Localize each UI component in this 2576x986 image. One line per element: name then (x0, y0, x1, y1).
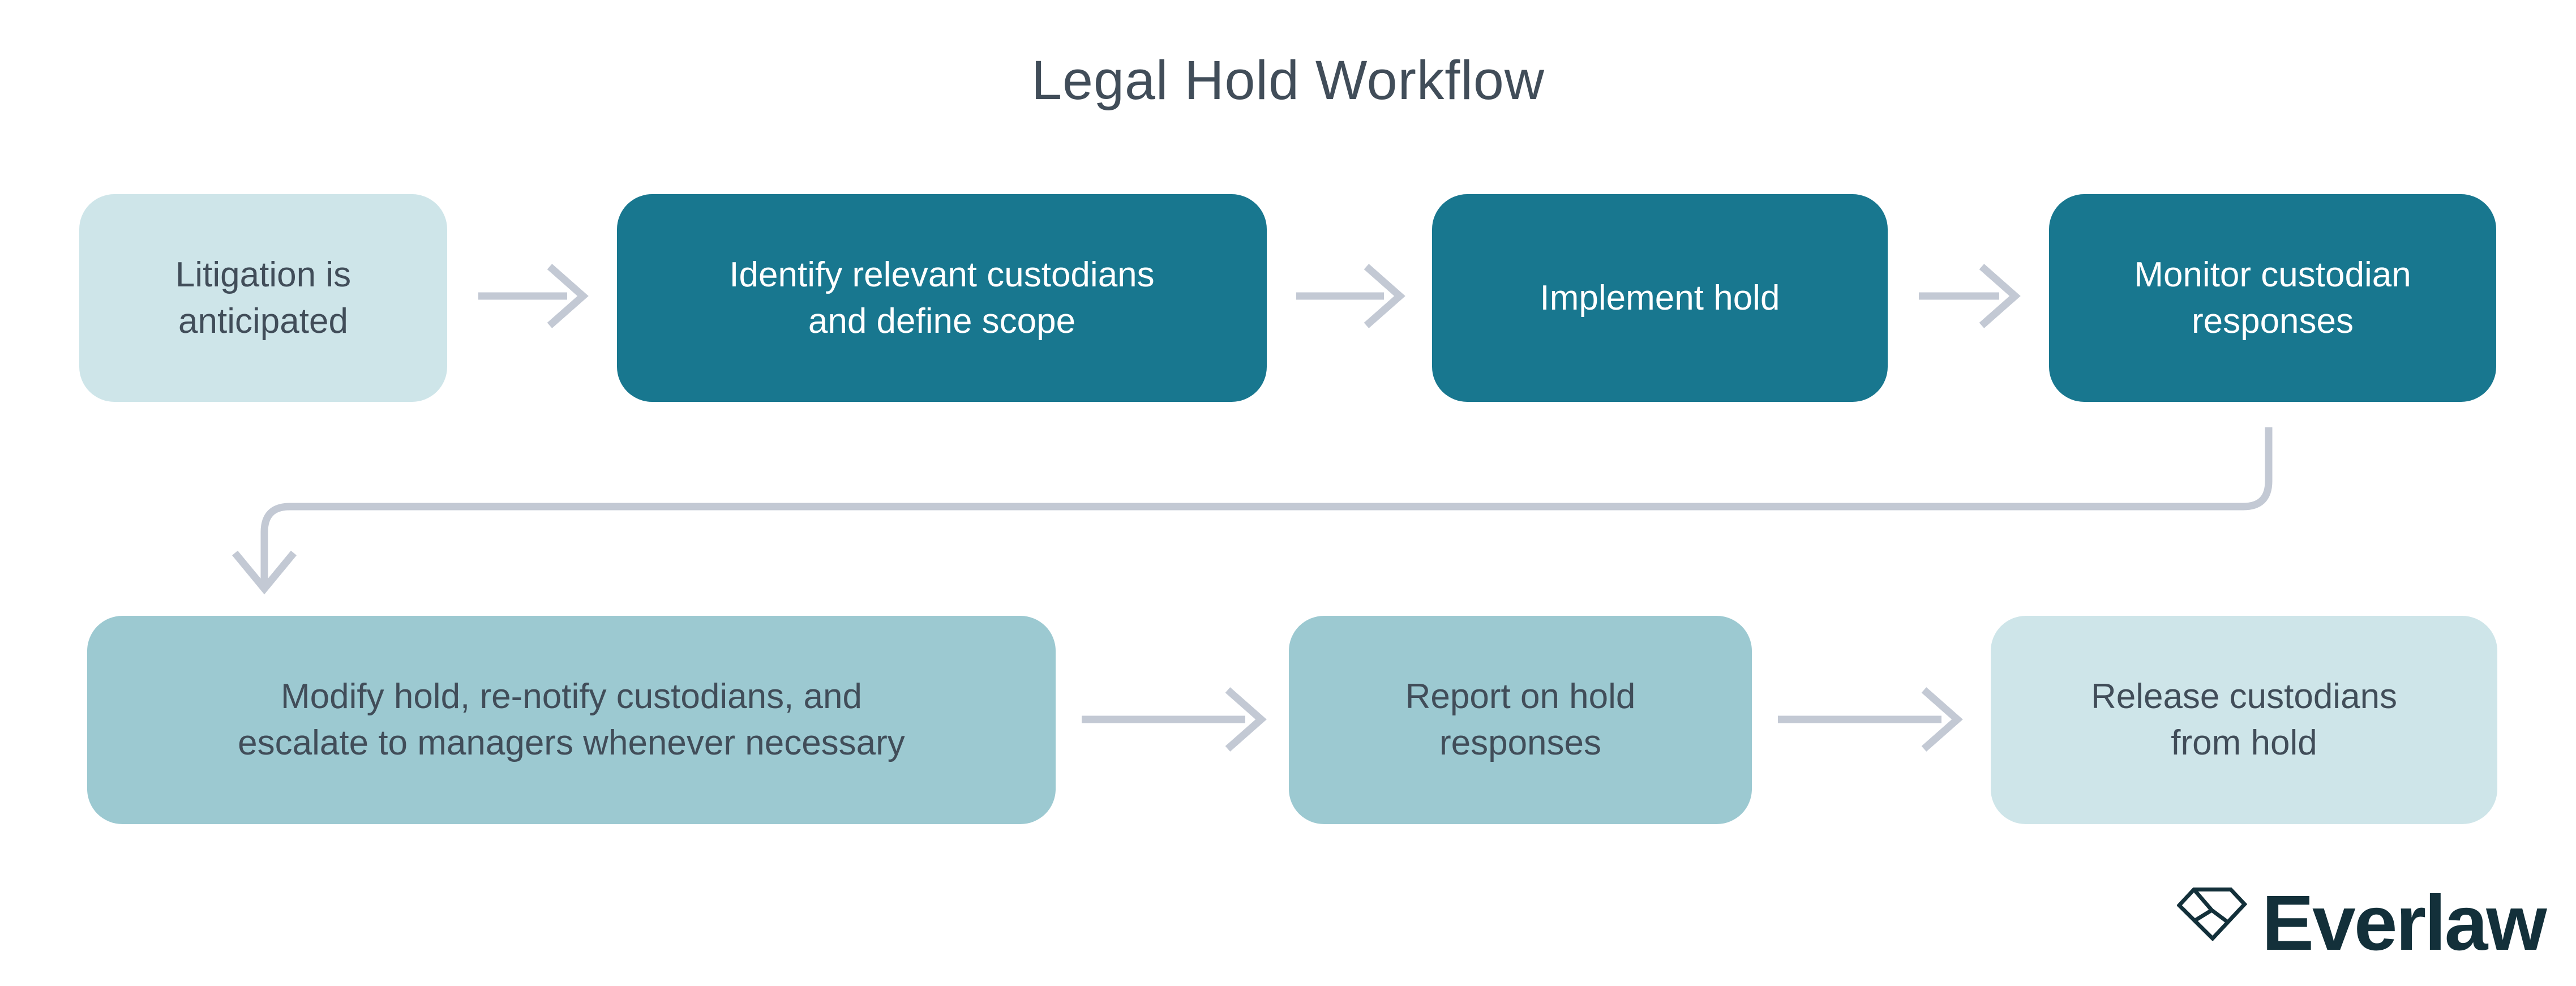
arrow-right-icon (1296, 264, 1405, 328)
node-modify-hold: Modify hold, re-notify custodians, and e… (87, 616, 1056, 824)
node-identify-custodians: Identify relevant custodians and define … (617, 194, 1267, 402)
everlaw-wordmark: Everlaw (2262, 880, 2547, 967)
node-label-line: responses (2191, 301, 2354, 341)
node-release-custodians: Release custodians from hold (1991, 616, 2497, 824)
arrow-right-icon (478, 264, 589, 328)
node-litigation-anticipated: Litigation is anticipated (79, 194, 447, 402)
node-report-responses: Report on hold responses (1289, 616, 1752, 824)
arrow-right-icon (1778, 687, 1963, 752)
node-label-line: responses (1439, 723, 1602, 762)
node-label-line: Monitor custodian (2134, 255, 2411, 294)
node-label-line: Identify relevant custodians (729, 255, 1155, 294)
node-label-line: Modify hold, re-notify custodians, and (281, 677, 862, 716)
node-label-line: Litigation is (175, 255, 352, 294)
node-label-line: and define scope (808, 301, 1076, 341)
loop-arrow-down-icon (232, 427, 2273, 595)
everlaw-logo: Everlaw (2177, 880, 2547, 967)
arrow-right-icon (1919, 264, 2021, 328)
node-label-line: escalate to managers whenever necessary (238, 723, 905, 762)
node-label-line: anticipated (178, 301, 348, 341)
page-title: Legal Hold Workflow (1031, 49, 1545, 111)
everlaw-gem-icon (2177, 888, 2247, 941)
node-label-line: Report on hold (1405, 677, 1636, 716)
node-label-line: Release custodians (2090, 677, 2398, 716)
node-label-line: from hold (2171, 723, 2317, 762)
node-label-line: Implement hold (1540, 278, 1780, 318)
arrow-right-icon (1082, 687, 1267, 752)
node-implement-hold: Implement hold (1432, 194, 1888, 402)
node-monitor-responses: Monitor custodian responses (2049, 194, 2496, 402)
